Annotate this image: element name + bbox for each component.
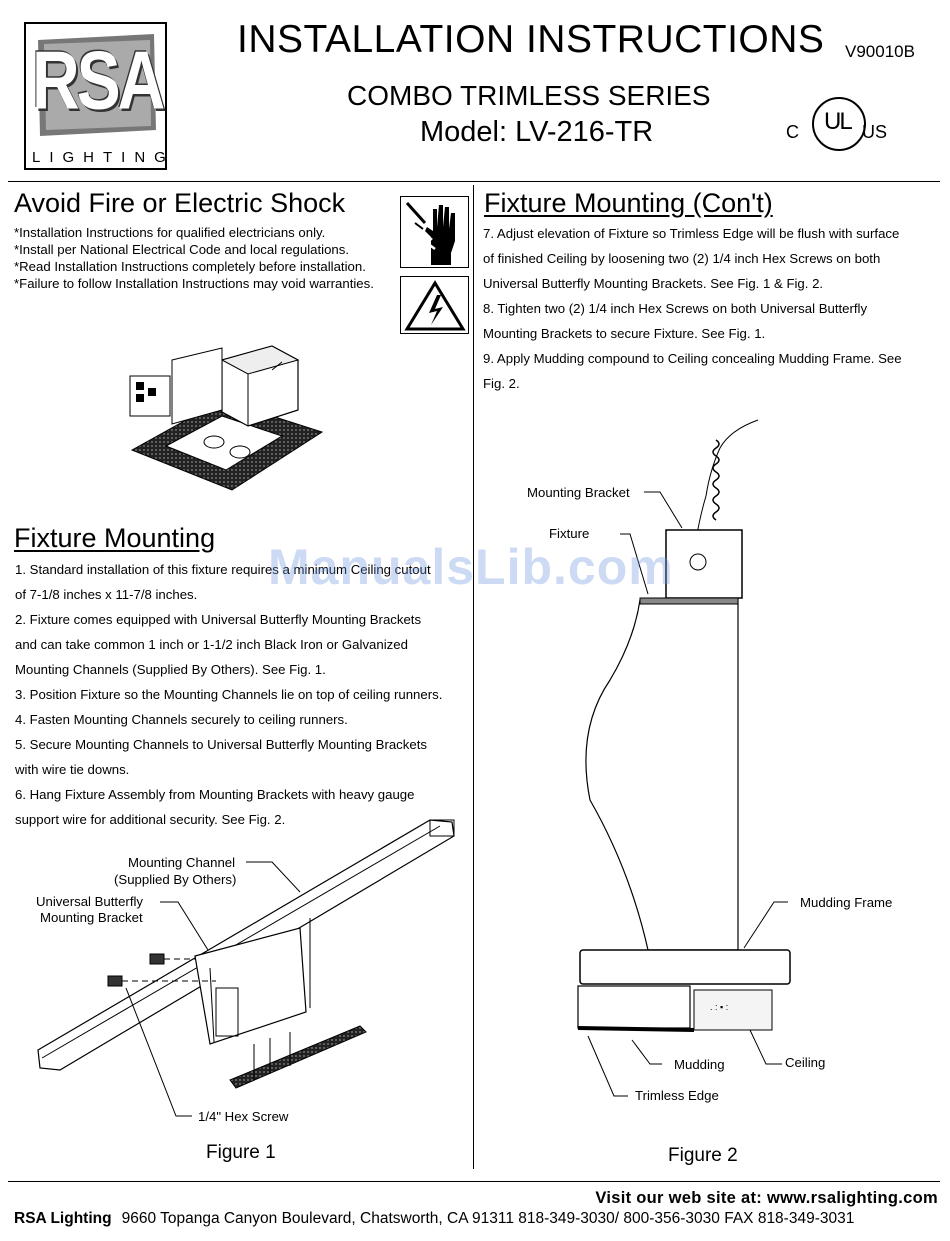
fig2-label-mudding: Mudding (674, 1057, 725, 1072)
fig2-label-frame: Mudding Frame (800, 895, 893, 910)
fig1-label-bracket-2: Mounting Bracket (40, 910, 143, 925)
high-voltage-triangle-icon (400, 276, 469, 334)
fig2-label-fixture: Fixture (549, 526, 590, 541)
step-line: of 7-1/8 inches x 11-7/8 inches. (15, 587, 198, 602)
fig1-label-screw: 1/4" Hex Screw (198, 1109, 289, 1124)
fig2-label-bracket: Mounting Bracket (527, 485, 630, 500)
cert-left: C (786, 122, 799, 142)
step-line: Mounting Brackets to secure Fixture. See… (483, 326, 766, 341)
step-line: of finished Ceiling by loosening two (2)… (483, 251, 881, 266)
mounting-cont-steps: 7. Adjust elevation of Fixture so Trimle… (483, 221, 902, 396)
fig1-label-channel-note: (Supplied By Others) (114, 872, 237, 887)
warning-list: *Installation Instructions for qualified… (14, 224, 374, 292)
step-line: 4. Fasten Mounting Channels securely to … (15, 712, 348, 727)
rsa-logo: RSA LIGHTING (24, 22, 167, 170)
fixture-illustration (129, 345, 324, 491)
watermark: ManualsLib.com (268, 539, 674, 595)
step-line: 6. Hang Fixture Assembly from Mounting B… (15, 787, 415, 802)
step-line: 2. Fixture comes equipped with Universal… (15, 612, 422, 627)
figure-1-caption: Figure 1 (206, 1142, 276, 1163)
column-divider (473, 185, 474, 1169)
step-line: 8. Tighten two (2) 1/4 inch Hex Screws o… (483, 301, 868, 316)
step-line: 7. Adjust elevation of Fixture so Trimle… (483, 226, 900, 241)
step-line: and can take common 1 inch or 1-1/2 inch… (15, 637, 408, 652)
step-line: Universal Butterfly Mounting Brackets. S… (483, 276, 824, 291)
figure-1-drawing (37, 819, 455, 1117)
footer-divider (8, 1181, 940, 1182)
step-line: with wire tie downs. (15, 762, 130, 777)
mounting-heading: Fixture Mounting (14, 523, 216, 553)
cul-us-certification-mark: C UL US (784, 96, 894, 154)
step-line: 5. Secure Mounting Channels to Universal… (15, 737, 427, 752)
company-address-line: RSA Lighting 9660 Topanga Canyon Boulevar… (14, 1210, 854, 1228)
cert-mark: UL (824, 108, 853, 135)
mounting-steps: 1. Standard installation of this fixture… (15, 557, 442, 832)
step-line: 1. Standard installation of this fixture… (15, 562, 431, 577)
logo-letters: RSA (32, 33, 165, 126)
fig1-label-bracket: Universal Butterfly (36, 894, 144, 909)
step-line: support wire for additional security. Se… (15, 812, 286, 827)
rsa-logo-mark (38, 34, 156, 136)
warning-line: *Read Installation Instructions complete… (14, 259, 366, 274)
company-name: RSA Lighting (14, 1210, 112, 1227)
warning-heading: Avoid Fire or Electric Shock (14, 188, 346, 218)
fig2-label-ceiling: Ceiling (785, 1055, 826, 1070)
step-line: Mounting Channels (Supplied By Others). … (15, 662, 326, 677)
page-title: INSTALLATION INSTRUCTIONS (237, 18, 825, 61)
fig1-label-channel: Mounting Channel (128, 855, 236, 870)
company-address: 9660 Topanga Canyon Boulevard, Chatswort… (121, 1210, 855, 1227)
warning-line: *Failure to follow Installation Instruct… (14, 276, 374, 291)
version-code: V90010B (845, 42, 915, 61)
step-line: 9. Apply Mudding compound to Ceiling con… (483, 351, 902, 366)
model-title: Model: LV-216-TR (420, 116, 654, 148)
cert-right: US (862, 122, 888, 142)
warning-line: *Installation Instructions for qualified… (14, 225, 326, 240)
figure-2-caption: Figure 2 (668, 1145, 738, 1166)
website-line[interactable]: Visit our web site at: www.rsalighting.c… (595, 1189, 938, 1207)
step-line: Fig. 2. (483, 376, 520, 391)
logo-word: LIGHTING (32, 149, 175, 166)
series-title: COMBO TRIMLESS SERIES (347, 80, 711, 111)
step-line: 3. Position Fixture so the Mounting Chan… (15, 687, 443, 702)
fig2-label-edge: Trimless Edge (635, 1088, 719, 1103)
ul-circle-icon (812, 97, 866, 151)
header-divider (8, 181, 940, 182)
svg-text:. : ▪ :: . : ▪ : (710, 1002, 728, 1012)
figure-2-drawing: . : ▪ : (577, 419, 791, 1097)
electric-shock-hand-icon (400, 196, 469, 268)
mounting-cont-heading: Fixture Mounting (Con't) (484, 188, 773, 218)
warning-line: *Install per National Electrical Code an… (14, 242, 349, 257)
